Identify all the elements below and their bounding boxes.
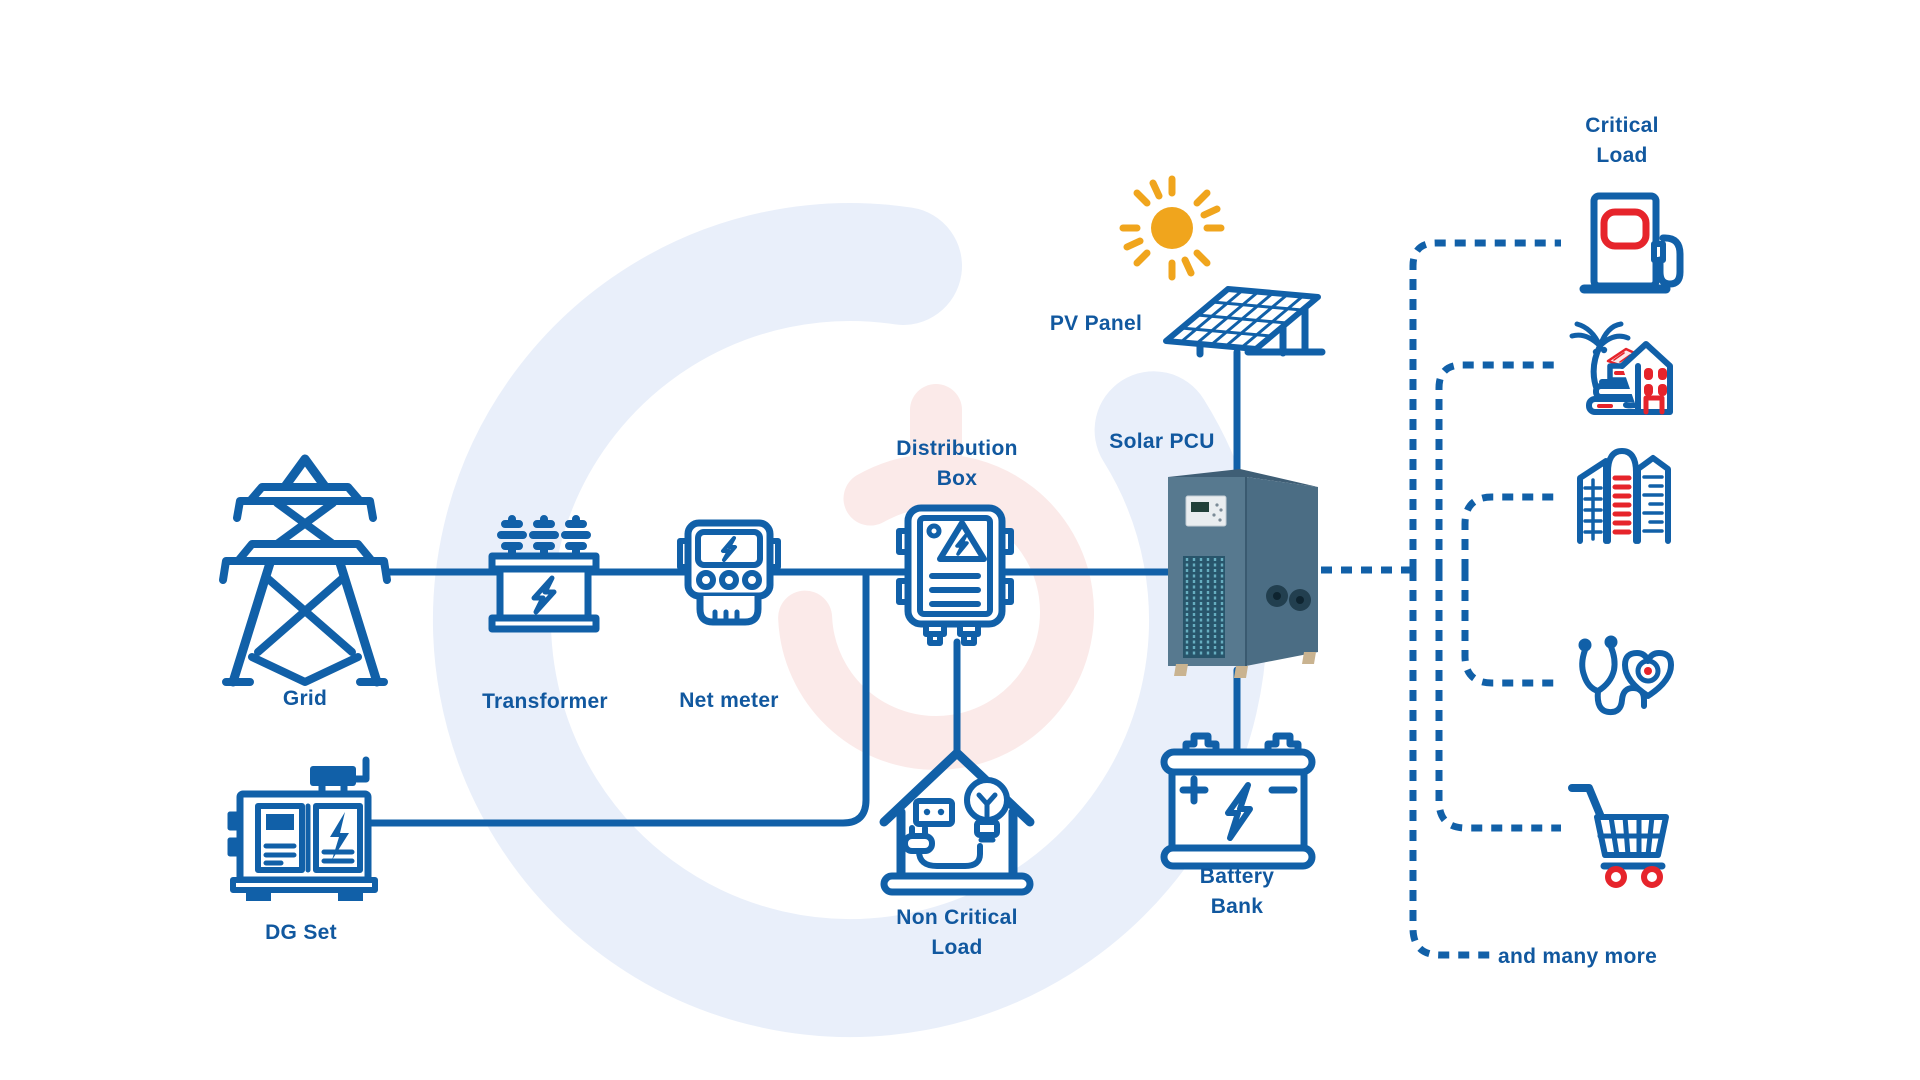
dg-set-icon [227,756,378,901]
net-meter-label: Net meter [679,689,779,712]
pv-panel-label: PV Panel [1049,312,1143,335]
dotted-to-fuel [1409,239,1561,570]
commercial-buildings-icon [1577,448,1671,544]
resort-icon [1569,321,1673,415]
dg-set-label: DG Set [265,921,337,944]
distribution-box-icon [896,504,1014,646]
battery-bank-icon [1160,732,1316,870]
non-critical-load-icon [879,748,1035,896]
transformer-label: Transformer [482,690,608,713]
pv-panel-icon [1163,286,1326,358]
dotted-to-buildings [1461,493,1561,570]
net-meter-icon [677,519,781,626]
healthcare-icon [1578,635,1674,716]
dotted-to-healthcare [1461,570,1561,687]
critical-load-label: Critical Load [1585,114,1659,167]
sun-icon [1119,175,1225,281]
solar-pcu-label: Solar PCU [1109,430,1215,453]
dotted-to-cart [1435,570,1561,832]
battery-bank-label: Battery Bank [1199,865,1275,918]
solar-pcu-icon [1168,469,1318,678]
transformer-icon [488,515,600,633]
dotted-to-resort [1435,361,1561,570]
shopping-cart-icon [1568,784,1669,888]
dotted-connectors [1321,239,1561,959]
and-many-more-label: and many more [1498,945,1658,968]
line-dgset-to-bus [364,568,870,827]
grid-tower-icon [219,454,391,687]
fuel-station-icon [1579,192,1684,294]
dotted-to-many-more [1409,570,1492,959]
grid-label: Grid [282,687,328,710]
non-critical-load-label: Non Critical Load [896,906,1018,959]
distribution-box-label: Distribution Box [896,437,1018,490]
